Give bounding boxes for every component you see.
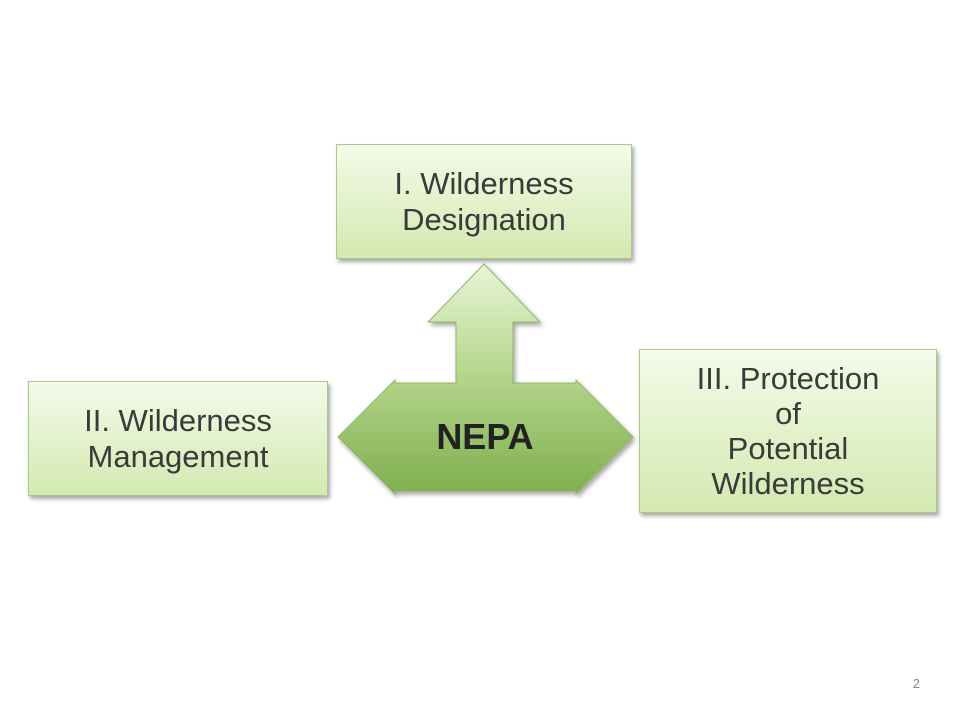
protection-line-1: III. Protection xyxy=(696,361,880,396)
protection-line-3: Potential xyxy=(727,431,849,466)
page-number: 2 xyxy=(912,676,920,691)
wilderness-management-box: II. Wilderness Management xyxy=(28,381,328,496)
designation-line-2: Designation xyxy=(402,201,566,237)
management-line-1: II. Wilderness xyxy=(84,402,272,438)
management-line-2: Management xyxy=(87,438,269,474)
protection-line-2: of xyxy=(775,396,801,431)
potential-wilderness-protection-box: III. Protection of Potential Wilderness xyxy=(639,349,937,513)
designation-line-1: I. Wilderness xyxy=(394,165,574,201)
nepa-label: NEPA xyxy=(436,416,534,457)
protection-line-4: Wilderness xyxy=(711,466,865,501)
wilderness-designation-box: I. Wilderness Designation xyxy=(336,144,632,259)
arrow-shape xyxy=(337,263,634,496)
